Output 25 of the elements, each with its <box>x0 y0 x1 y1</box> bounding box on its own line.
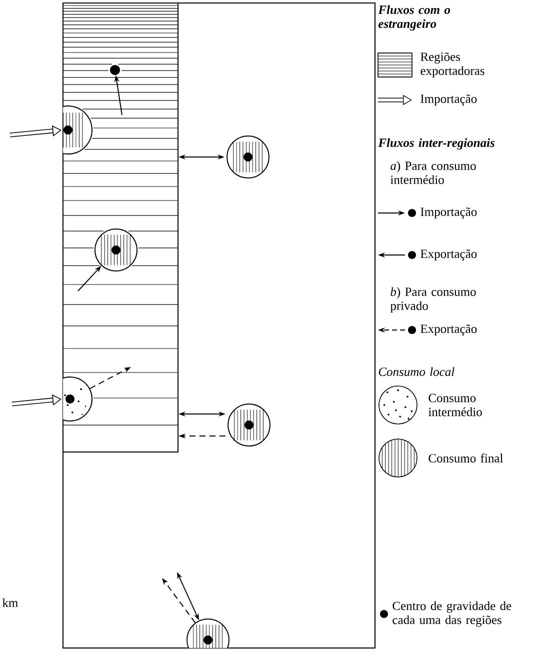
intermediate-consumption-circle <box>63 376 92 422</box>
legend-text: Importação <box>420 94 477 106</box>
legend-text: Consumo intermédio <box>428 394 482 416</box>
final-consumption-circle <box>94 228 138 272</box>
scale-label: km <box>2 598 18 607</box>
legend-subheading: a) Para consumo intermédio <box>390 161 476 184</box>
final-consumption-circle <box>186 618 230 648</box>
import-arrow <box>10 125 62 138</box>
final-consumption-circle <box>63 106 92 154</box>
final-consumption-circle <box>226 136 270 178</box>
legend-subheading: b) Para consumo privado <box>390 287 476 313</box>
final-consumption-circle <box>228 404 270 446</box>
map-frame <box>62 2 376 648</box>
legend-text: Importação <box>420 207 477 219</box>
export-region <box>62 2 178 452</box>
legend-heading: Fluxos inter-regionais <box>378 138 495 150</box>
import-arrow <box>12 394 62 406</box>
legend-text: Consumo final <box>428 454 503 462</box>
legend-text: Exportação <box>420 249 477 261</box>
legend-text: Centro de gravidade de cada uma das regiões <box>392 601 512 627</box>
centre-dot <box>110 65 120 75</box>
legend-text: Exportação <box>420 324 477 336</box>
legend-heading: Fluxos com o estrangeiro <box>378 5 450 31</box>
legend-text: Regiões exportadoras <box>420 52 484 78</box>
legend-heading: Consumo local <box>378 367 454 376</box>
